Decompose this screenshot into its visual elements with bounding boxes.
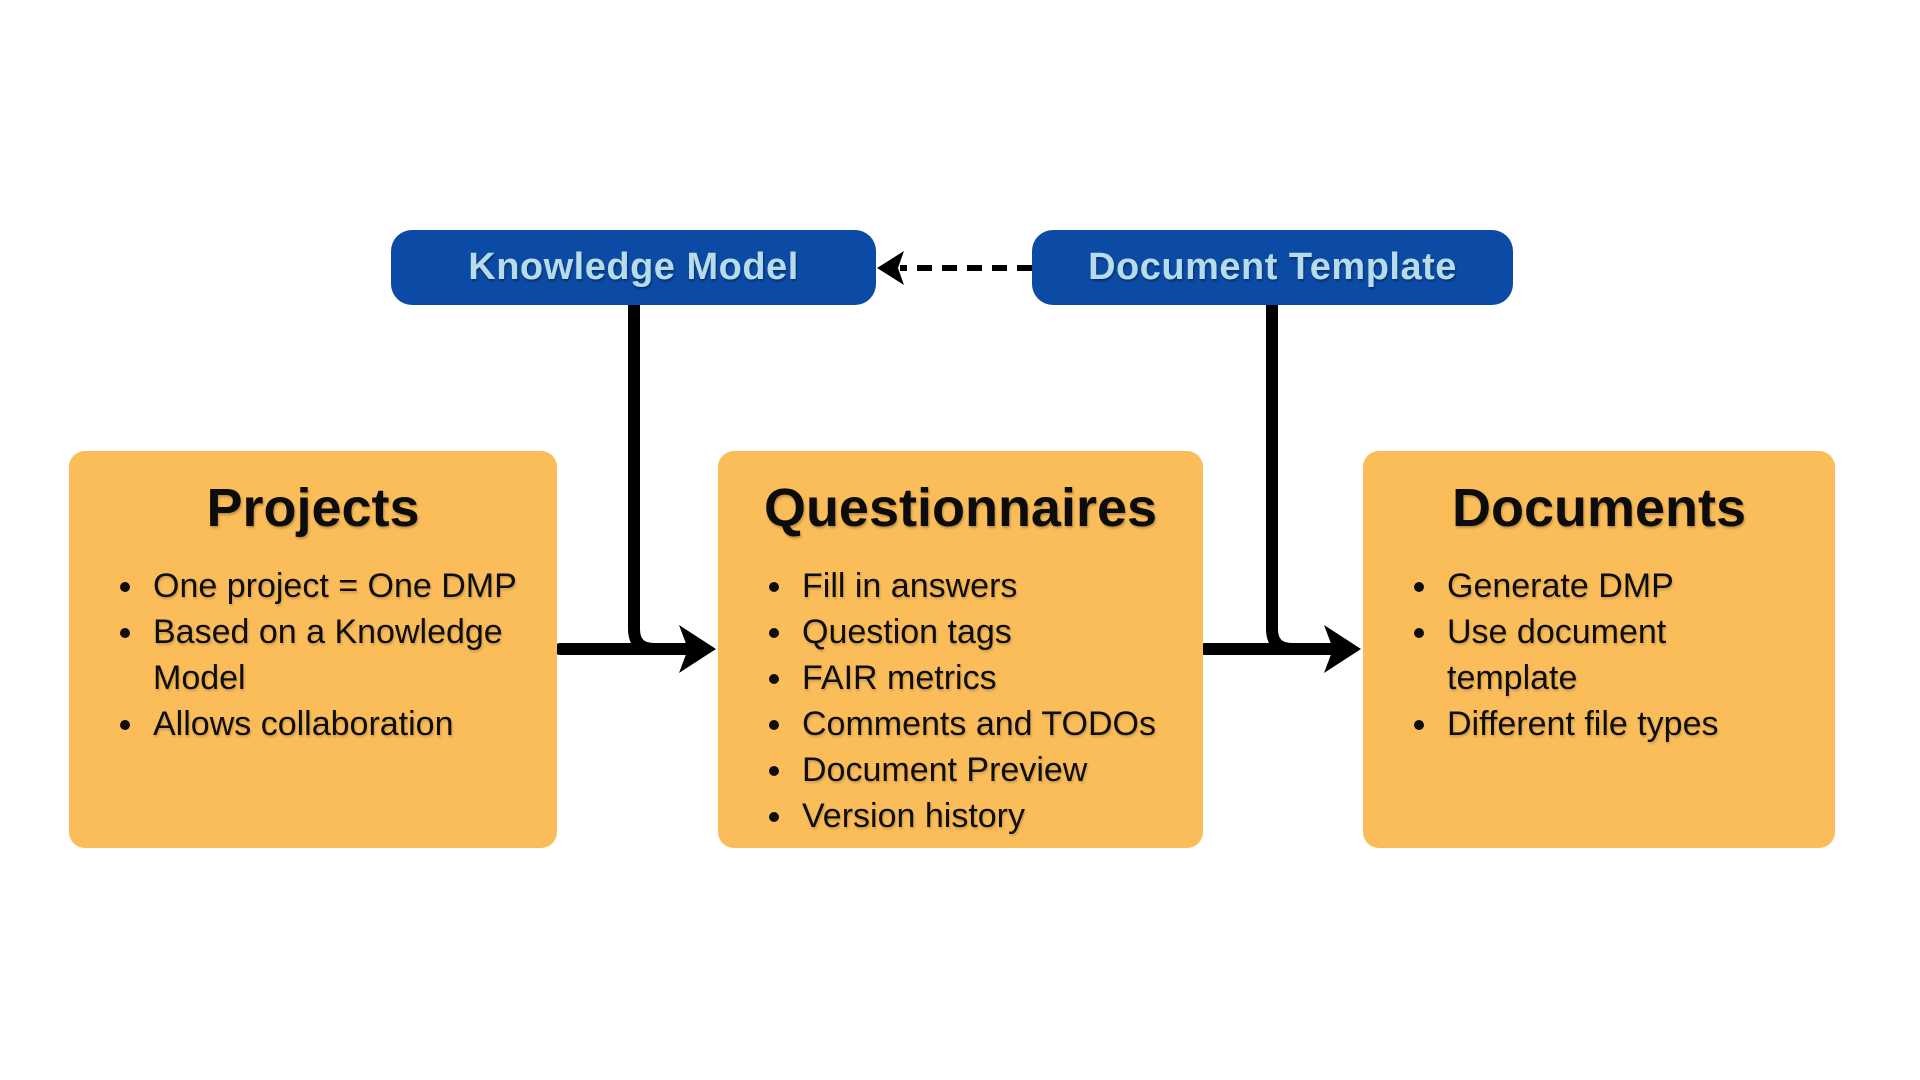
bullet-item: One project = One DMP (147, 563, 537, 609)
bullet-item: Use document template (1441, 609, 1743, 701)
template-to-knowledge-model-arrowhead-icon (877, 251, 904, 285)
node-questionnaires: Questionnaires Fill in answers Question … (718, 451, 1203, 848)
knowledge-model-connector-line (628, 294, 668, 655)
node-questionnaires-title: Questionnaires (763, 478, 1158, 538)
bullet-item: Allows collaboration (147, 701, 537, 747)
bullet-item: Based on a Knowledge Model (147, 609, 537, 701)
bullet-item: Document Preview (796, 747, 1183, 793)
bullet-item: Comments and TODOs (796, 701, 1183, 747)
bullet-item: Different file types (1441, 701, 1743, 747)
bullet-item: Question tags (796, 609, 1183, 655)
projects-to-questionnaires-arrowhead-icon (679, 625, 716, 673)
node-knowledge-model-label: Knowledge Model (468, 246, 799, 288)
document-template-connector-line (1266, 294, 1306, 655)
node-projects-bullet-list: One project = One DMP Based on a Knowled… (69, 563, 557, 747)
bullet-item: FAIR metrics (796, 655, 1183, 701)
node-documents-title: Documents (1451, 478, 1747, 538)
questionnaires-to-documents-arrowhead-icon (1324, 625, 1361, 673)
bullet-item: Fill in answers (796, 563, 1183, 609)
node-document-template-label: Document Template (1088, 246, 1457, 288)
node-document-template: Document Template (1032, 230, 1513, 305)
node-documents-bullet-list: Generate DMP Use document template Diffe… (1363, 563, 1835, 747)
bullet-item: Version history (796, 793, 1183, 839)
node-questionnaires-bullet-list: Fill in answers Question tags FAIR metri… (718, 563, 1203, 839)
node-projects-title: Projects (206, 478, 420, 538)
node-projects: Projects One project = One DMP Based on … (69, 451, 557, 848)
bullet-item: Generate DMP (1441, 563, 1743, 609)
node-knowledge-model: Knowledge Model (391, 230, 876, 305)
node-documents: Documents Generate DMP Use document temp… (1363, 451, 1835, 848)
